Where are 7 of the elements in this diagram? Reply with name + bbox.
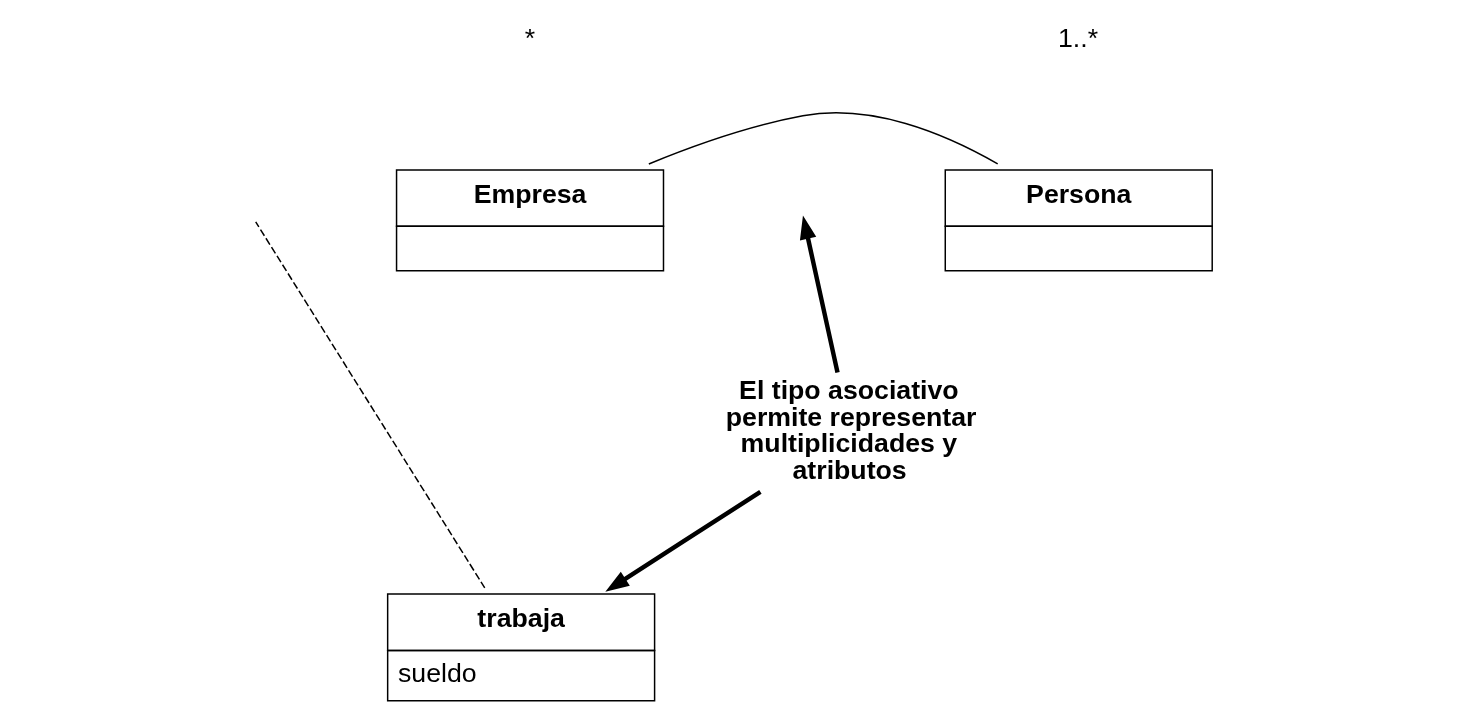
label: 1..* xyxy=(1057,23,1099,54)
connector xyxy=(255,221,486,589)
node-text: El tipo asociativo permite representar multiplicidades y atributos xyxy=(725,374,977,485)
arrow xyxy=(799,215,840,374)
arrow xyxy=(605,490,762,592)
label: * xyxy=(524,23,536,54)
connector xyxy=(648,112,999,165)
